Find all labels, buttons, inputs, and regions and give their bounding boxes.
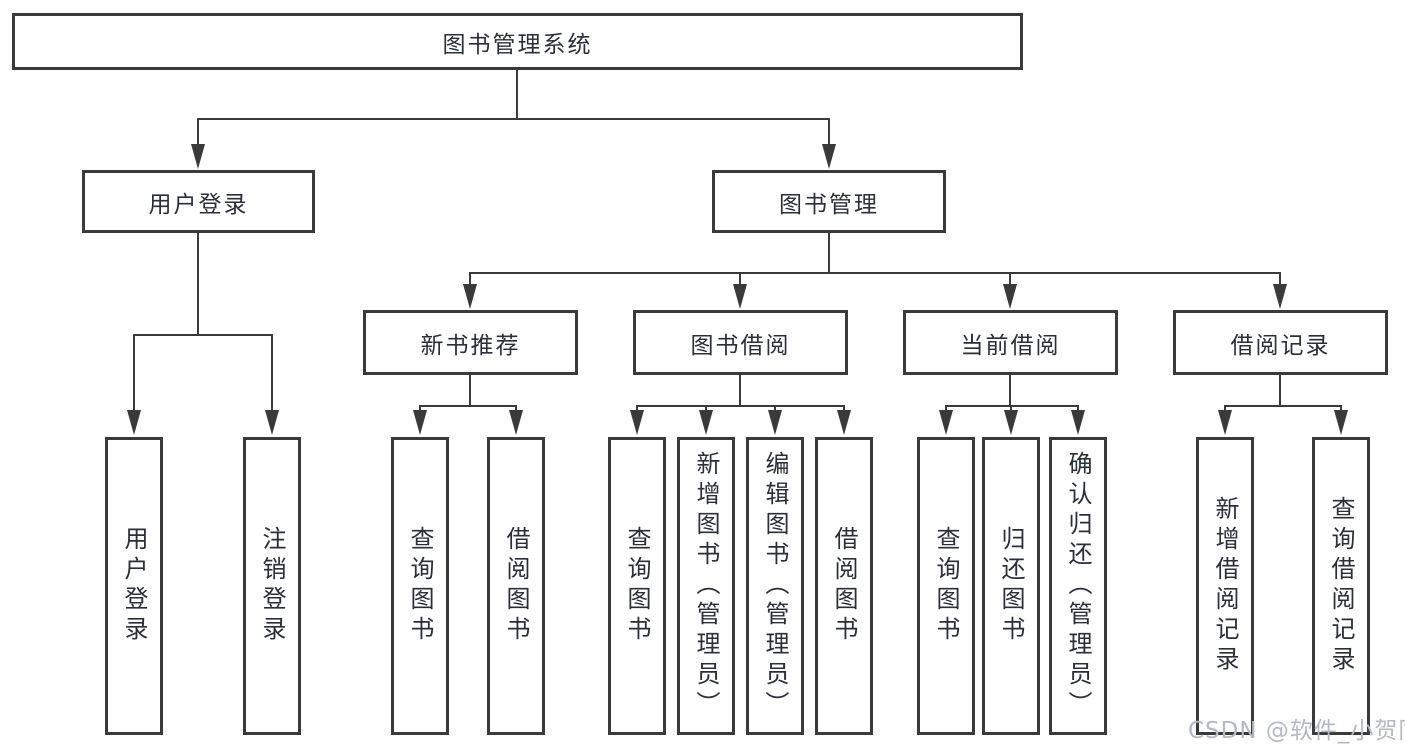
arrowhead-down-icon	[939, 410, 953, 435]
leaf-label: 新增借阅记录	[1211, 496, 1239, 676]
connector-line	[419, 405, 517, 407]
leaf-label: 借阅图书	[502, 526, 530, 646]
connector-line	[774, 405, 776, 413]
arrowhead-down-icon	[1273, 284, 1287, 309]
connector-line	[197, 118, 830, 120]
leaf-edit-books-admin: 编辑图书（管理员）	[746, 437, 804, 735]
leaf-label: 借阅图书	[830, 526, 858, 646]
connector-line	[197, 233, 199, 336]
node-label: 图书借阅	[690, 332, 791, 359]
arrowhead-down-icon	[413, 410, 427, 435]
connector-line	[1279, 272, 1281, 286]
arrowhead-down-icon	[1004, 410, 1018, 435]
node-label: 图书管理系统	[442, 31, 593, 58]
leaf-query-books-borrow: 查询图书	[608, 437, 666, 735]
leaf-label: 查询图书	[932, 526, 960, 646]
connector-line	[197, 118, 199, 150]
leaf-logout: 注销登录	[243, 437, 301, 735]
connector-line	[843, 405, 845, 413]
connector-line	[828, 233, 830, 274]
leaf-return-books: 归还图书	[982, 437, 1040, 735]
arrowhead-down-icon	[1334, 410, 1348, 435]
leaf-label: 新增图书（管理员）	[692, 451, 720, 721]
arrowhead-down-icon	[463, 284, 477, 309]
connector-line	[1224, 405, 1342, 407]
leaf-borrow-books: 借阅图书	[815, 437, 873, 735]
leaf-confirm-return-admin: 确认归还（管理员）	[1049, 437, 1107, 735]
arrowhead-down-icon	[1003, 284, 1017, 309]
leaf-label: 确认归还（管理员）	[1064, 451, 1092, 721]
connector-line	[1010, 405, 1012, 413]
leaf-query-books-recommend: 查询图书	[391, 437, 449, 735]
connector-line	[705, 405, 707, 413]
node-book-management: 图书管理	[712, 170, 946, 233]
csdn-watermark: CSDN @软件_小贺同学	[1188, 718, 1405, 744]
node-library-management-system: 图书管理系统	[12, 13, 1023, 70]
connector-line	[133, 334, 273, 336]
leaf-query-books-current: 查询图书	[917, 437, 975, 735]
leaf-label: 用户登录	[120, 526, 148, 646]
connector-line	[469, 272, 471, 286]
arrowhead-down-icon	[837, 410, 851, 435]
node-user-login: 用户登录	[82, 170, 315, 233]
connector-line	[945, 405, 947, 413]
leaf-label: 查询借阅记录	[1327, 496, 1355, 676]
node-book-borrowing: 图书借阅	[633, 310, 848, 375]
leaf-query-borrow-record: 查询借阅记录	[1312, 437, 1370, 735]
leaf-label: 注销登录	[258, 526, 286, 646]
arrowhead-down-icon	[699, 410, 713, 435]
connector-line	[469, 375, 471, 406]
connector-line	[1340, 405, 1342, 413]
arrowhead-down-icon	[1071, 410, 1085, 435]
leaf-add-borrow-record: 新增借阅记录	[1196, 437, 1254, 735]
arrowhead-down-icon	[265, 410, 279, 435]
node-label: 新书推荐	[420, 332, 521, 359]
node-label: 借阅记录	[1230, 332, 1331, 359]
connector-line	[636, 405, 845, 407]
connector-line	[469, 272, 1281, 274]
arrowhead-down-icon	[733, 284, 747, 309]
connector-line	[133, 334, 135, 414]
connector-line	[739, 375, 741, 406]
leaf-label: 查询图书	[406, 526, 434, 646]
connector-line	[516, 69, 518, 119]
arrowhead-down-icon	[1218, 410, 1232, 435]
leaf-add-books-admin: 新增图书（管理员）	[677, 437, 735, 735]
leaf-label: 查询图书	[623, 526, 651, 646]
connector-line	[636, 405, 638, 413]
arrowhead-down-icon	[509, 410, 523, 435]
leaf-label: 归还图书	[997, 526, 1025, 646]
arrowhead-down-icon	[768, 410, 782, 435]
node-borrowing-records: 借阅记录	[1173, 310, 1388, 375]
node-label: 用户登录	[148, 191, 249, 218]
connector-line	[945, 405, 1079, 407]
arrowhead-down-icon	[822, 144, 836, 169]
leaf-borrow-books-recommend: 借阅图书	[487, 437, 545, 735]
connector-line	[1009, 272, 1011, 286]
connector-line	[1224, 405, 1226, 413]
connector-line	[1077, 405, 1079, 413]
connector-line	[271, 334, 273, 414]
node-label: 图书管理	[779, 191, 879, 218]
node-current-borrowing: 当前借阅	[903, 310, 1118, 375]
arrowhead-down-icon	[630, 410, 644, 435]
connector-line	[515, 405, 517, 413]
connector-line	[419, 405, 421, 413]
connector-line	[828, 118, 830, 150]
leaf-user-login: 用户登录	[105, 437, 163, 735]
arrowhead-down-icon	[127, 410, 141, 435]
node-new-book-recommend: 新书推荐	[363, 310, 578, 375]
connector-line	[1009, 375, 1011, 406]
node-label: 当前借阅	[960, 332, 1061, 359]
connector-line	[1279, 375, 1281, 406]
connector-line	[739, 272, 741, 286]
arrowhead-down-icon	[191, 144, 205, 169]
leaf-label: 编辑图书（管理员）	[761, 451, 789, 721]
